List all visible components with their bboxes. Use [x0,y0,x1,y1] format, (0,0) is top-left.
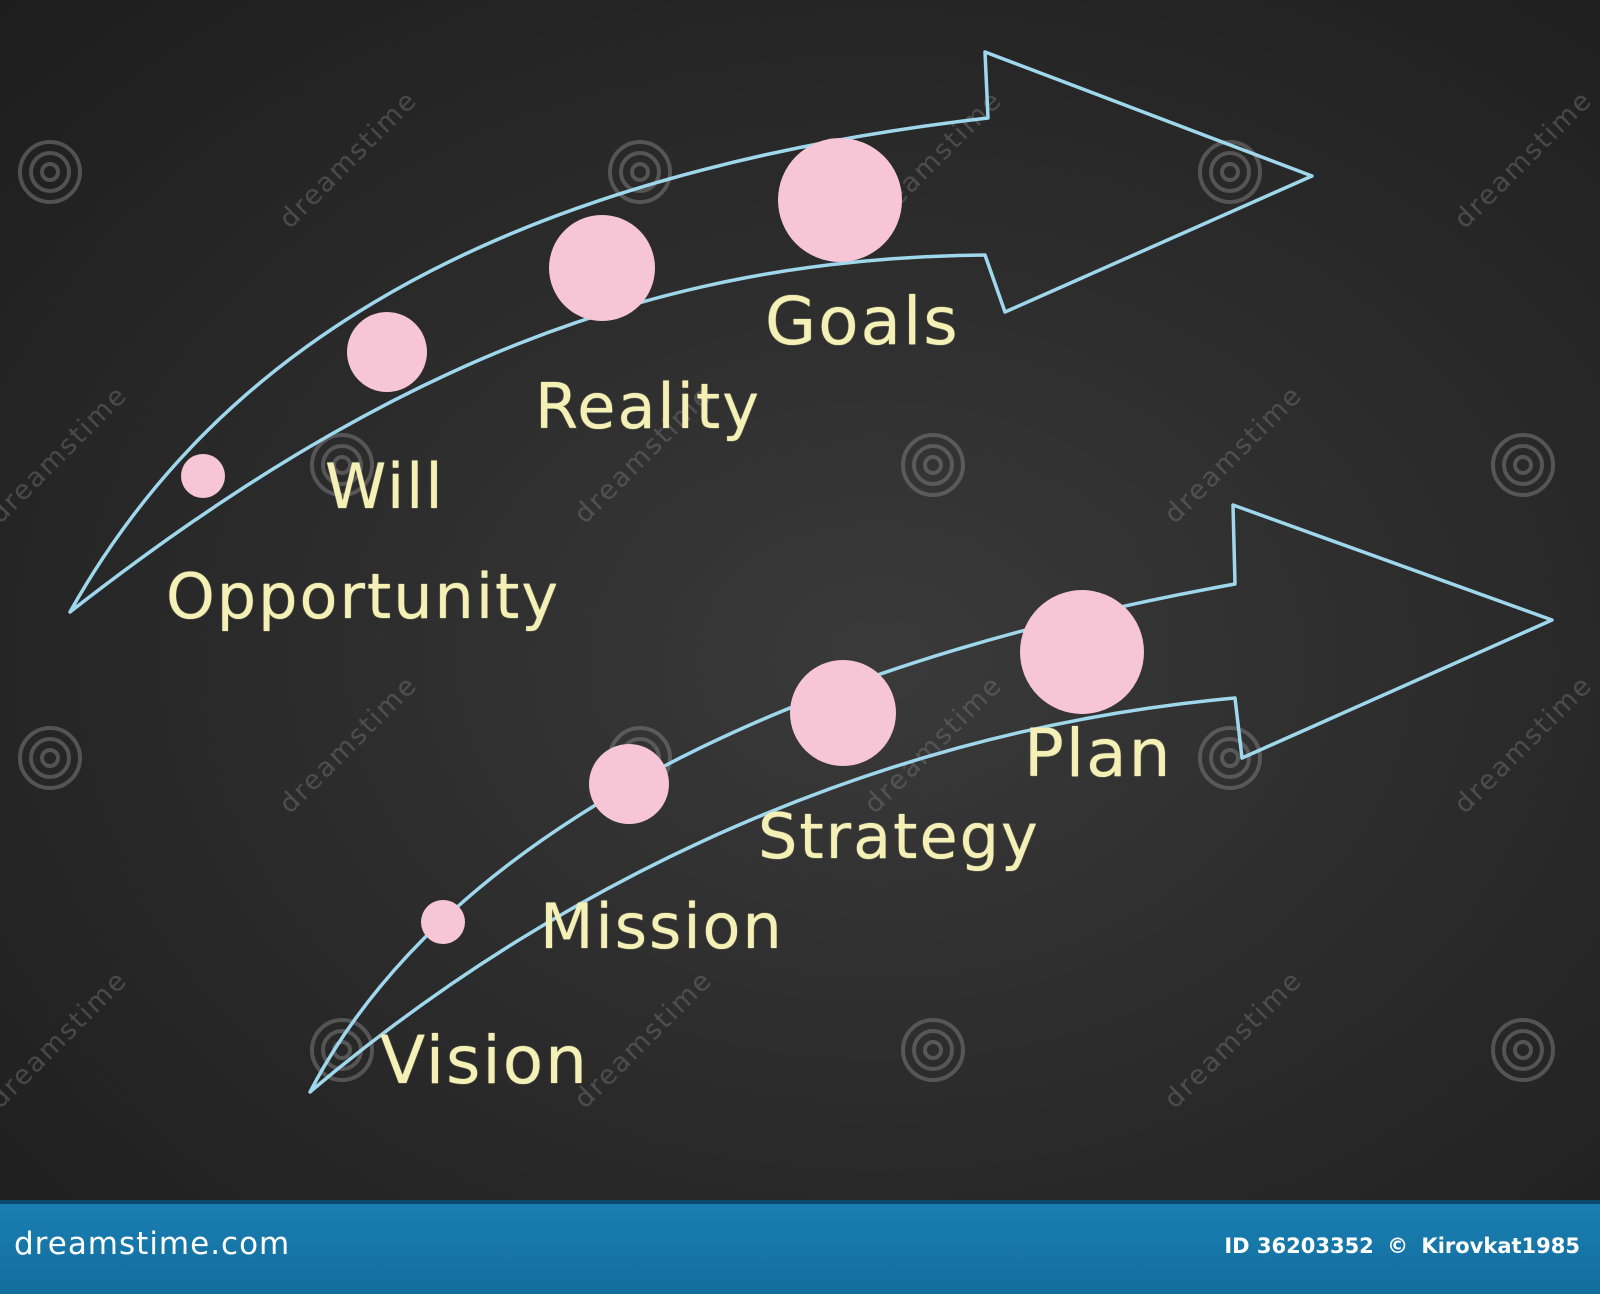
spiral-icon [1491,1018,1555,1082]
label-strategy: Strategy [758,800,1040,873]
watermark-text: dreamstime [0,379,134,530]
chalkboard: dreamstime dreamstime dreamstime dreamst… [0,0,1600,1200]
watermark-text: dreamstime [1448,84,1599,235]
spiral-icon [1491,433,1555,497]
upper-dot-4 [778,138,902,262]
label-goals: Goals [765,283,960,360]
spiral-icon [901,1018,965,1082]
diagram-canvas: dreamstime dreamstime dreamstime dreamst… [0,50,1599,1115]
image-credit: ID 36203352 © Kirovkat1985 [1218,1234,1580,1258]
upper-arrow-outline [68,50,1314,614]
upper-arrow [68,50,1314,614]
stock-footer-bar: dreamstime.com ID 36203352 © Kirovkat198… [0,1200,1600,1294]
spiral-icon [1198,140,1262,204]
label-will: Will [325,450,445,523]
watermark-text: dreamstime [1448,669,1599,820]
lower-dot-3 [790,660,896,766]
spiral-icon [18,726,82,790]
lower-dot-1 [421,900,465,944]
lower-dot-2 [589,744,669,824]
lower-dot-4 [1020,590,1144,714]
upper-dot-2 [347,312,427,392]
copyright-symbol: © [1387,1234,1409,1258]
spiral-icon [310,433,374,497]
watermark-text: dreamstime [0,964,134,1115]
label-mission: Mission [540,890,784,963]
brand-logo-text: dreamstime.com [14,1226,291,1262]
label-reality: Reality [535,370,761,443]
label-opportunity: Opportunity [166,560,561,633]
watermark-text: dreamstime [568,964,719,1115]
spiral-icon [18,140,82,204]
spiral-icon [901,433,965,497]
watermark-text: dreamstime [273,84,424,235]
lower-arrow [308,503,1554,1094]
watermark-text: dreamstime [273,669,424,820]
label-plan: Plan [1024,715,1173,792]
upper-dot-3 [549,215,655,321]
label-vision: Vision [380,1022,589,1099]
lower-arrow-outline [308,503,1554,1094]
watermark-text: dreamstime [1158,964,1309,1115]
image-id: ID 36203352 [1224,1234,1374,1258]
spiral-icon [608,140,672,204]
author-name: Kirovkat1985 [1421,1234,1580,1258]
spiral-icon [1198,726,1262,790]
upper-dot-1 [181,454,225,498]
